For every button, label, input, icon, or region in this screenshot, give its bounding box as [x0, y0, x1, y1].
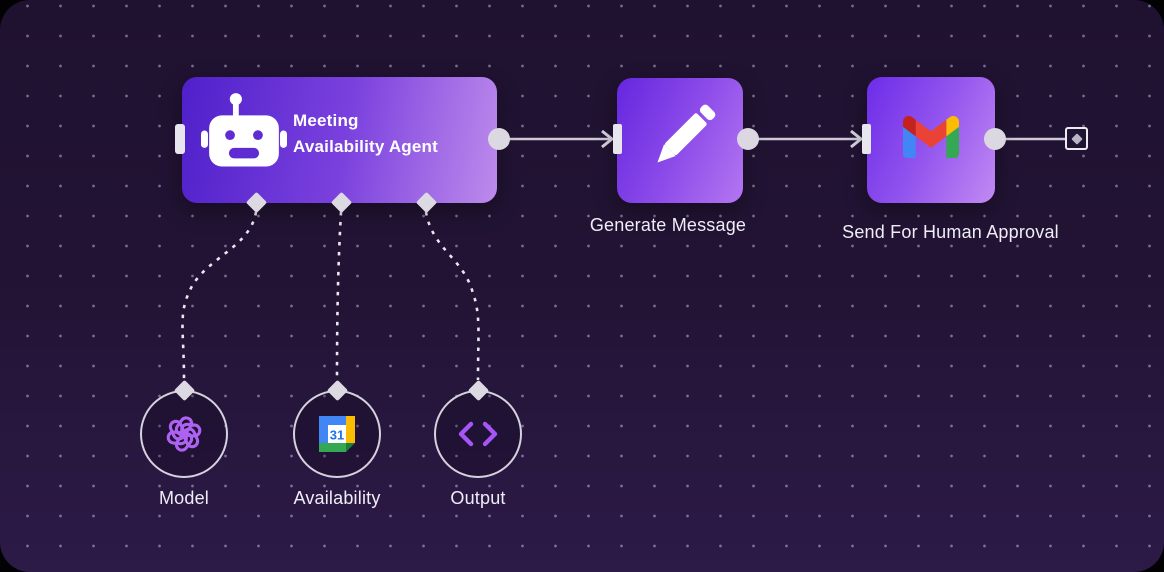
- send-approval-label: Send For Human Approval: [842, 222, 1059, 242]
- gmail-output-handle[interactable]: [984, 128, 1006, 150]
- output-label: Output: [450, 488, 506, 508]
- add-next-node-button[interactable]: [1065, 127, 1088, 150]
- openai-logo-icon: [166, 416, 202, 452]
- robot-icon: [201, 93, 287, 167]
- google-calendar-icon: 31: [319, 416, 355, 452]
- model-label: Model: [158, 488, 210, 508]
- code-brackets-icon: [458, 421, 498, 447]
- gmail-icon: [903, 116, 959, 158]
- edge-agent-to-availability[interactable]: [335, 211, 343, 381]
- arrowhead-icon: [850, 129, 863, 149]
- generate-output-handle[interactable]: [737, 128, 759, 150]
- calendar-day-number: 31: [330, 428, 344, 443]
- edge-agent-to-model[interactable]: [181, 211, 258, 381]
- agent-output-handle[interactable]: [488, 128, 510, 150]
- pencil-icon: [657, 104, 716, 163]
- agent-input-handle[interactable]: [175, 124, 185, 154]
- availability-label: Availability: [293, 488, 381, 508]
- edge-agent-to-output[interactable]: [424, 211, 480, 381]
- generate-message-label: Generate Message: [589, 215, 747, 235]
- gmail-input-handle[interactable]: [862, 124, 871, 154]
- agent-node-title: Meeting Availability Agent: [293, 111, 438, 156]
- arrowhead-icon: [601, 129, 614, 149]
- generate-input-handle[interactable]: [613, 124, 622, 154]
